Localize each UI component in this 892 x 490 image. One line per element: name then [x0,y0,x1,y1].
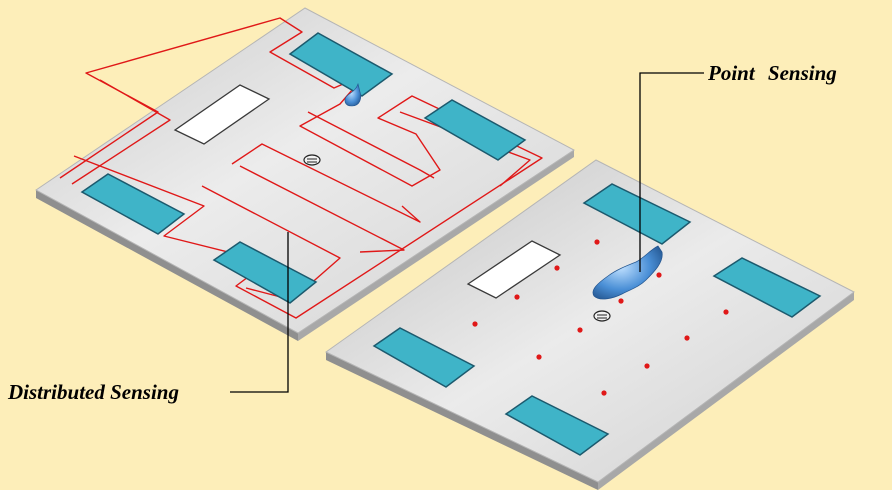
drain-icon [593,310,611,322]
white-label-area [466,240,562,299]
sensor-pad [582,183,692,245]
sensor-pad [212,241,318,304]
distributed-sensing-plate [35,7,575,341]
plate-edge [326,352,598,490]
sensor-pad [712,257,822,318]
sensor-pad [288,32,394,97]
point-sensing-label: Point Sensing [708,61,837,85]
drain-icon [303,154,321,166]
sensor-trace [201,185,341,301]
sensor-point [723,309,729,315]
sensor-point [684,335,690,341]
sensor-pad [423,99,527,161]
sensor-point [618,298,624,304]
water-puddle-icon [592,245,663,300]
sensor-point [594,239,600,245]
water-drop-icon [344,82,362,107]
sensor-point [577,327,583,333]
sensor-pad [80,173,186,235]
sensor-trace [239,165,405,253]
point-sensors [472,239,729,396]
sensor-trace [71,79,171,185]
sensor-trace [231,143,421,223]
sensor-trace [307,111,435,179]
sensor-point [514,294,520,300]
distributed-sensing-label: Distributed Sensing [8,380,179,404]
white-label-area [173,84,271,145]
sensor-point [536,354,542,360]
point-sensing-leader [639,72,704,272]
plate-top [35,7,575,334]
plate-edge [298,150,574,341]
plate-top [325,159,855,483]
sensor-point [554,265,560,271]
sensor-pad [504,395,610,456]
sensor-point [472,321,478,327]
sensor-point [601,390,607,396]
sensor-pad [372,327,476,388]
point-sensing-plate [325,159,855,490]
sensor-point [656,272,662,278]
distributed-sensing-leader [230,232,289,393]
plate-edge [36,190,298,341]
plate-edge [598,292,854,490]
sensor-point [644,363,650,369]
